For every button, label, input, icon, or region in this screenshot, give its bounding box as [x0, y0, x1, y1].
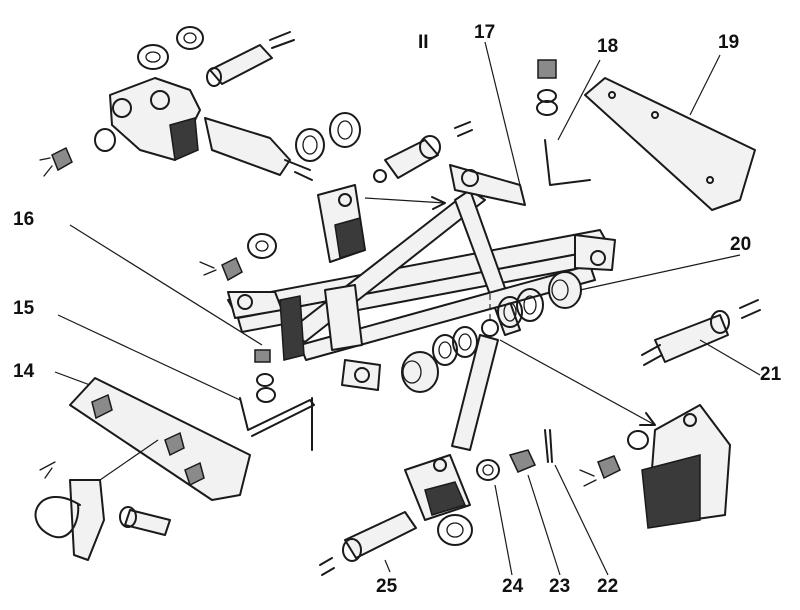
part-18-bolt-stack	[536, 59, 601, 186]
part-label-25: 25	[376, 576, 398, 597]
linch-pin-assembly	[34, 461, 171, 561]
part-19-cover-plate	[584, 54, 756, 211]
washer-stack-upper	[295, 112, 361, 162]
part-20-bushings	[497, 254, 741, 328]
part-25-lower-bracket	[319, 454, 473, 576]
part-label-19: 19	[718, 32, 739, 53]
part-14-plate	[54, 371, 251, 501]
main-a-frame	[227, 164, 616, 391]
lower-right-bracket	[499, 339, 731, 529]
center-bracket	[199, 184, 446, 282]
parts-22-24-fasteners	[476, 429, 609, 576]
part-label-21: 21	[760, 364, 782, 385]
upper-pin	[373, 121, 473, 183]
section-label: II	[418, 32, 429, 53]
part-label-18: 18	[597, 36, 618, 57]
upper-left-bracket-assembly	[39, 26, 313, 181]
part-label-14: 14	[13, 361, 35, 382]
part-15-bracket	[57, 314, 315, 451]
part-17-leader	[484, 41, 521, 186]
center-bushing-stack	[401, 326, 478, 393]
part-label-23: 23	[549, 576, 570, 597]
part-label-22: 22	[597, 576, 618, 597]
part-label-20: 20	[730, 234, 751, 255]
part-21-pin	[641, 299, 761, 376]
part-label-24: 24	[502, 576, 524, 597]
part-label-16: 16	[13, 209, 34, 230]
lower-strut	[451, 290, 499, 451]
part-16-bolt	[69, 224, 276, 403]
part-label-15: 15	[13, 298, 35, 319]
part-label-17: 17	[474, 22, 495, 43]
